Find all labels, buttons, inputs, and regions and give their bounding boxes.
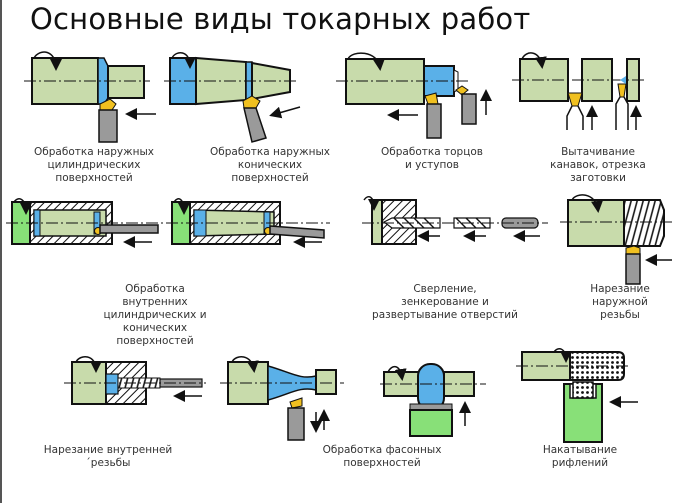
diagram-internal-threading xyxy=(64,356,206,405)
caption-internal-boring: Обработка внутренних цилиндрических и ко… xyxy=(103,283,207,347)
rotation-arrow-icon xyxy=(553,347,572,363)
diagram-grooving-parting xyxy=(512,52,646,130)
diagram-knurling xyxy=(516,347,638,443)
diagram-external-cylindrical xyxy=(24,51,156,143)
caption-facing-shoulders: Обработка торцов и уступов xyxy=(381,146,483,171)
caption-internal-threading: Нарезание внутренней ´резьбы xyxy=(43,444,173,469)
caption-form-turning: Обработка фасонных поверхностей xyxy=(322,444,442,469)
diagram-external-conical xyxy=(164,52,301,143)
rotation-arrow-icon xyxy=(171,52,196,69)
rotation-arrow-icon xyxy=(347,52,385,71)
diagram-internal-cylindrical xyxy=(6,198,170,248)
rotation-arrow-icon xyxy=(521,52,547,69)
image-border xyxy=(0,0,2,503)
diagram-form-turning-profile xyxy=(220,356,344,441)
diagram-drilling xyxy=(362,195,548,245)
caption-drilling: Сверление, зенкерование и развертывание … xyxy=(372,283,518,321)
rotation-arrow-icon xyxy=(387,365,407,381)
rotation-arrow-icon xyxy=(75,356,102,373)
rotation-arrow-icon xyxy=(33,51,62,71)
page-title: Основные виды токарных работ xyxy=(30,2,531,36)
rotation-arrow-icon xyxy=(571,194,603,213)
rotation-arrow-icon xyxy=(363,195,380,211)
diagram-facing-shoulders xyxy=(336,52,492,139)
rotation-arrow-icon xyxy=(173,198,190,215)
feed-arrow-icon xyxy=(269,106,301,119)
rotation-arrow-icon xyxy=(231,356,259,373)
rotation-arrow-icon xyxy=(13,198,32,215)
diagram-external-threading xyxy=(560,194,672,285)
caption-knurling: Накатывание рифлений xyxy=(542,444,618,469)
caption-grooving-parting: Вытачивание канавок, отрезка заготовки xyxy=(550,146,646,184)
diagram-internal-conical xyxy=(166,198,330,248)
caption-external-conical: Обработка наружных конических поверхност… xyxy=(210,146,330,184)
diagram-form-turning-tool xyxy=(380,363,486,437)
caption-external-threading: Нарезание наружной резьбы xyxy=(590,283,650,321)
caption-external-cylindrical: Обработка наружных цилиндрических поверх… xyxy=(34,146,154,184)
